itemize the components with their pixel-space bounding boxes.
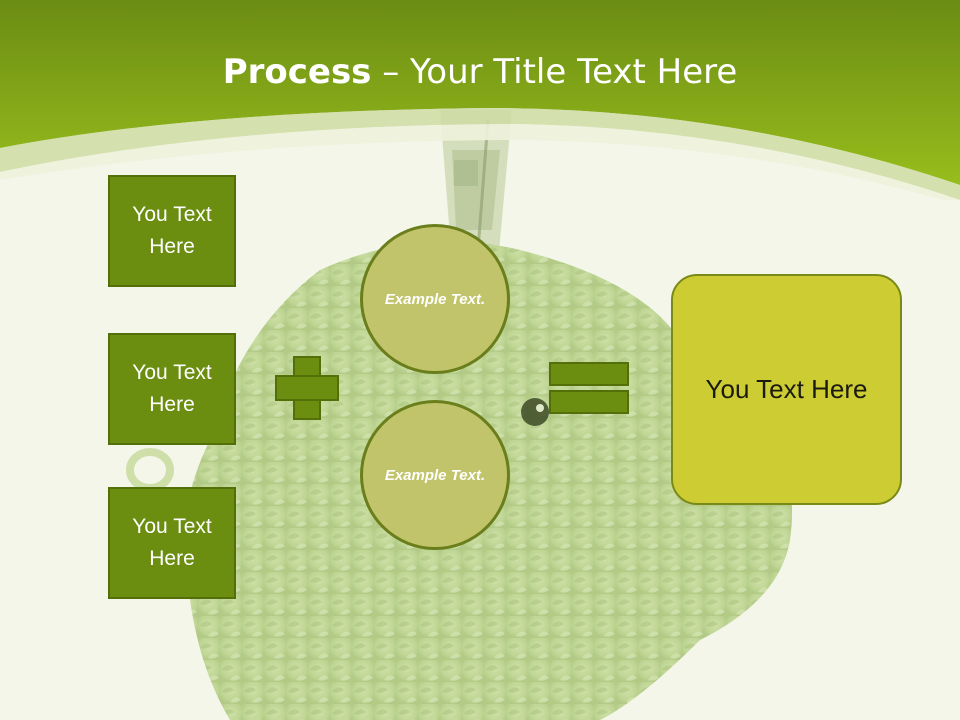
header-banner xyxy=(0,0,960,200)
equals-icon-top-bar xyxy=(549,362,629,386)
plus-icon-center xyxy=(295,377,319,399)
result-box[interactable]: You Text Here xyxy=(671,274,902,505)
example-circle-1[interactable]: Example Text. xyxy=(360,224,510,374)
example-circle-2[interactable]: Example Text. xyxy=(360,400,510,550)
left-box-1[interactable]: You Text Here xyxy=(108,175,236,287)
title-bold: Process xyxy=(222,52,372,92)
left-box-2[interactable]: You Text Here xyxy=(108,333,236,445)
left-box-3[interactable]: You Text Here xyxy=(108,487,236,599)
page-title: Process – Your Title Text Here xyxy=(0,52,960,92)
equals-icon-bottom-bar xyxy=(549,390,629,414)
title-rest: – Your Title Text Here xyxy=(371,52,738,92)
